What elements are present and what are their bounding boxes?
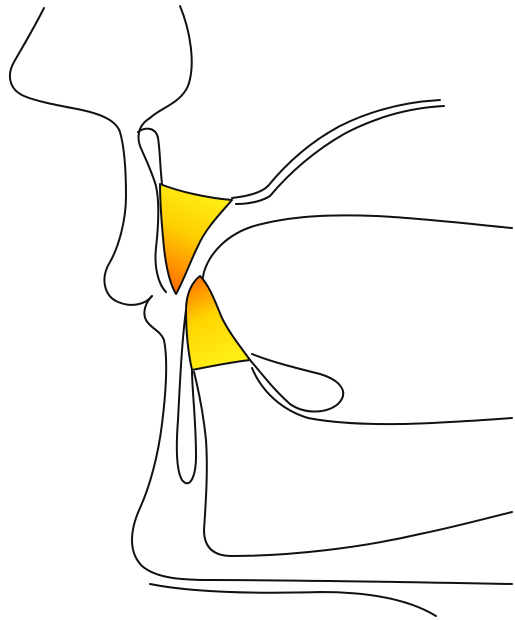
hard-palate-outline (232, 100, 440, 198)
lower-lip-region (186, 276, 250, 370)
tongue-tip-outline (250, 354, 343, 412)
upper-lip-region (160, 184, 232, 294)
face-profile-outline (10, 8, 152, 305)
alar-crease (138, 129, 162, 184)
nasal-bridge-outline (150, 6, 192, 118)
neck-outline (150, 584, 436, 616)
hard-palate-outline-inner (236, 106, 444, 204)
floor-of-mouth-outline (252, 368, 512, 424)
mandible-outline (194, 372, 512, 556)
tongue-dorsum-outline (202, 215, 512, 306)
